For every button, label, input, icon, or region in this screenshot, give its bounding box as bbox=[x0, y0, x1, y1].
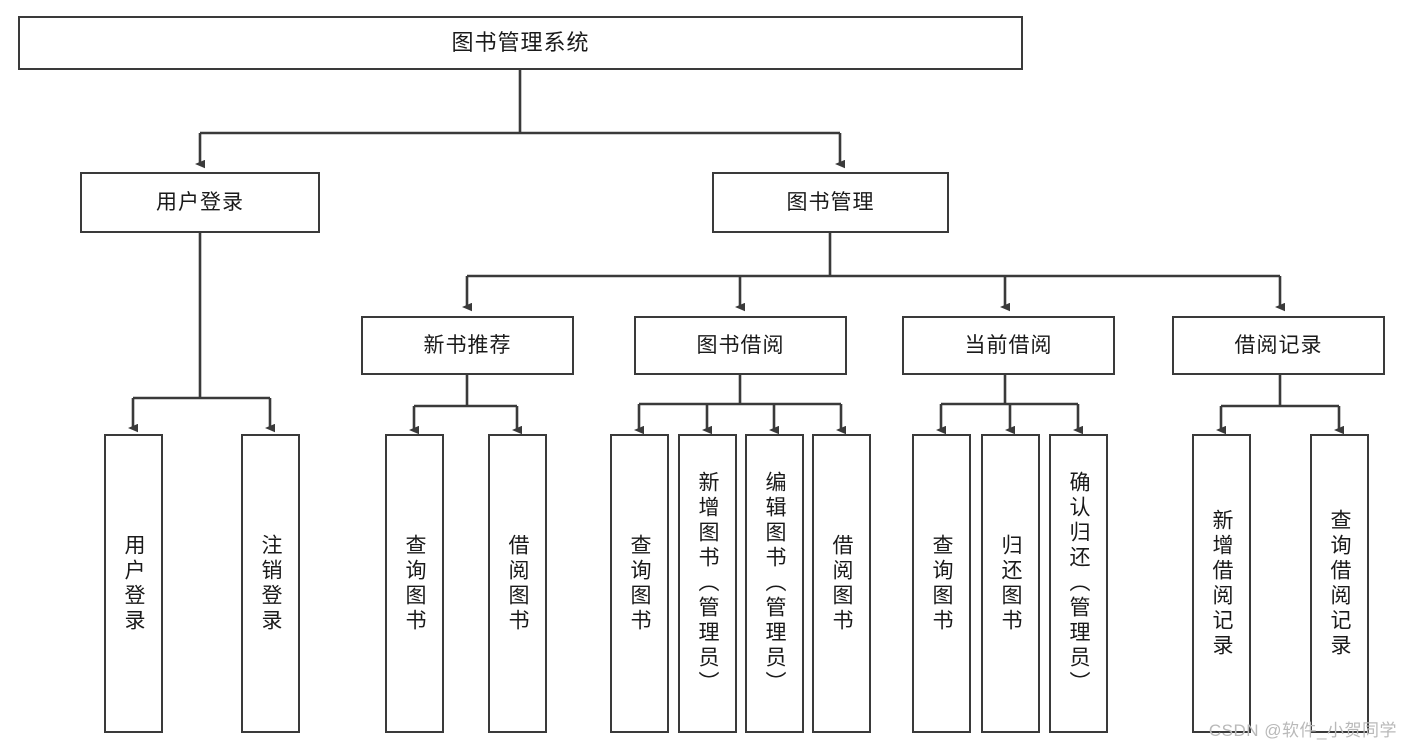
node-label: 查询图书 bbox=[403, 533, 426, 634]
node-root-system[interactable]: 图书管理系统 bbox=[18, 16, 1023, 70]
node-label: 新书推荐 bbox=[423, 333, 512, 357]
node-current-borrow[interactable]: 当前借阅 bbox=[902, 316, 1115, 375]
leaf-user-login-signin[interactable]: 用户登录 bbox=[104, 434, 163, 733]
leaf-user-login-signout[interactable]: 注销登录 bbox=[241, 434, 300, 733]
leaf-current-search-book[interactable]: 查询图书 bbox=[912, 434, 971, 733]
node-label: 图书借阅 bbox=[696, 333, 785, 357]
leaf-record-search-record[interactable]: 查询借阅记录 bbox=[1310, 434, 1369, 733]
node-label: 归还图书 bbox=[999, 533, 1022, 634]
node-label: 注销登录 bbox=[259, 533, 282, 634]
node-label: 当前借阅 bbox=[964, 333, 1053, 357]
leaf-borrow-edit-book-admin[interactable]: 编辑图书（管理员） bbox=[745, 434, 804, 733]
leaf-recommend-borrow-book[interactable]: 借阅图书 bbox=[488, 434, 547, 733]
node-label: 编辑图书（管理员） bbox=[763, 471, 786, 696]
node-borrow-record[interactable]: 借阅记录 bbox=[1172, 316, 1385, 375]
node-label: 图书管理系统 bbox=[451, 29, 590, 55]
node-book-management[interactable]: 图书管理 bbox=[712, 172, 949, 233]
node-label: 查询借阅记录 bbox=[1328, 508, 1351, 659]
leaf-current-confirm-return-admin[interactable]: 确认归还（管理员） bbox=[1049, 434, 1108, 733]
node-label: 新增借阅记录 bbox=[1210, 508, 1233, 659]
node-label: 借阅图书 bbox=[506, 533, 529, 634]
node-new-book-recommend[interactable]: 新书推荐 bbox=[361, 316, 574, 375]
leaf-borrow-add-book-admin[interactable]: 新增图书（管理员） bbox=[678, 434, 737, 733]
node-label: 图书管理 bbox=[786, 190, 875, 214]
leaf-record-add-record[interactable]: 新增借阅记录 bbox=[1192, 434, 1251, 733]
leaf-borrow-borrow-book[interactable]: 借阅图书 bbox=[812, 434, 871, 733]
node-label: 确认归还（管理员） bbox=[1067, 471, 1090, 696]
csdn-watermark: CSDN @软件_小贺同学 bbox=[1208, 721, 1397, 740]
leaf-borrow-search-book[interactable]: 查询图书 bbox=[610, 434, 669, 733]
node-label: 借阅图书 bbox=[830, 533, 853, 634]
node-label: 查询图书 bbox=[628, 533, 651, 634]
node-label: 用户登录 bbox=[122, 533, 145, 634]
leaf-current-return-book[interactable]: 归还图书 bbox=[981, 434, 1040, 733]
leaf-recommend-search-book[interactable]: 查询图书 bbox=[385, 434, 444, 733]
node-book-borrow[interactable]: 图书借阅 bbox=[634, 316, 847, 375]
node-user-login[interactable]: 用户登录 bbox=[80, 172, 320, 233]
node-label: 新增图书（管理员） bbox=[696, 471, 719, 696]
node-label: 用户登录 bbox=[156, 190, 244, 214]
node-label: 借阅记录 bbox=[1234, 333, 1323, 357]
node-label: 查询图书 bbox=[930, 533, 953, 634]
